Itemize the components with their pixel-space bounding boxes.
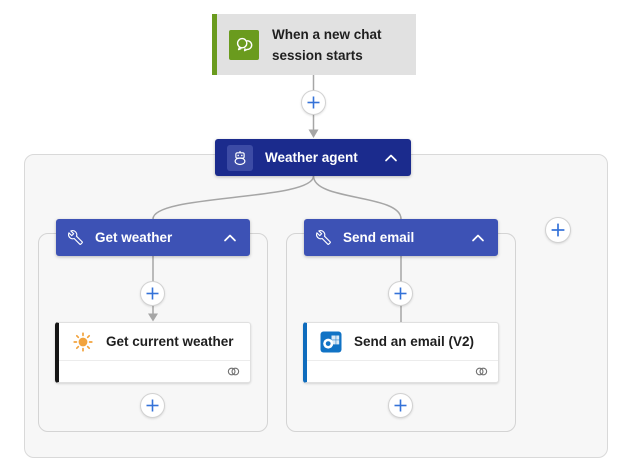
action-card-send-an-email-v2[interactable]: Send an email (V2) bbox=[303, 322, 499, 383]
plus-icon bbox=[551, 223, 565, 237]
add-step-button-after-trigger[interactable] bbox=[301, 90, 326, 115]
connection-icon[interactable] bbox=[474, 366, 489, 377]
plus-icon bbox=[394, 399, 407, 412]
action-title: Send an email (V2) bbox=[354, 334, 475, 349]
wrench-icon bbox=[68, 230, 83, 245]
chevron-up-icon[interactable] bbox=[383, 152, 399, 164]
wrench-icon bbox=[316, 230, 331, 245]
add-action-button-send-email-end[interactable] bbox=[388, 393, 413, 418]
sun-icon bbox=[72, 331, 94, 353]
tool-header-send-email[interactable]: Send email bbox=[304, 219, 498, 256]
trigger-title: When a new chat session starts bbox=[272, 26, 382, 63]
action-card-get-current-weather[interactable]: Get current weather bbox=[55, 322, 251, 383]
agent-label: Weather agent bbox=[265, 150, 358, 165]
arrowhead-into-agent bbox=[308, 129, 319, 138]
action-title: Get current weather bbox=[106, 334, 234, 349]
chevron-up-icon[interactable] bbox=[222, 232, 238, 244]
tool-label: Get weather bbox=[95, 230, 173, 245]
plus-icon bbox=[307, 96, 320, 109]
add-tool-button[interactable] bbox=[545, 217, 571, 243]
tool-header-get-weather[interactable]: Get weather bbox=[56, 219, 250, 256]
chat-bubbles-icon bbox=[229, 29, 259, 60]
robot-icon bbox=[227, 144, 253, 171]
add-action-button-get-weather[interactable] bbox=[140, 281, 165, 306]
trigger-card[interactable]: When a new chat session starts bbox=[212, 14, 416, 75]
plus-icon bbox=[394, 287, 407, 300]
tool-label: Send email bbox=[343, 230, 415, 245]
outlook-icon bbox=[320, 331, 342, 353]
chevron-up-icon[interactable] bbox=[470, 232, 486, 244]
agent-header-weather-agent[interactable]: Weather agent bbox=[215, 139, 411, 176]
connection-icon[interactable] bbox=[226, 366, 241, 377]
add-action-button-send-email[interactable] bbox=[388, 281, 413, 306]
plus-icon bbox=[146, 399, 159, 412]
add-action-button-get-weather-end[interactable] bbox=[140, 393, 165, 418]
plus-icon bbox=[146, 287, 159, 300]
